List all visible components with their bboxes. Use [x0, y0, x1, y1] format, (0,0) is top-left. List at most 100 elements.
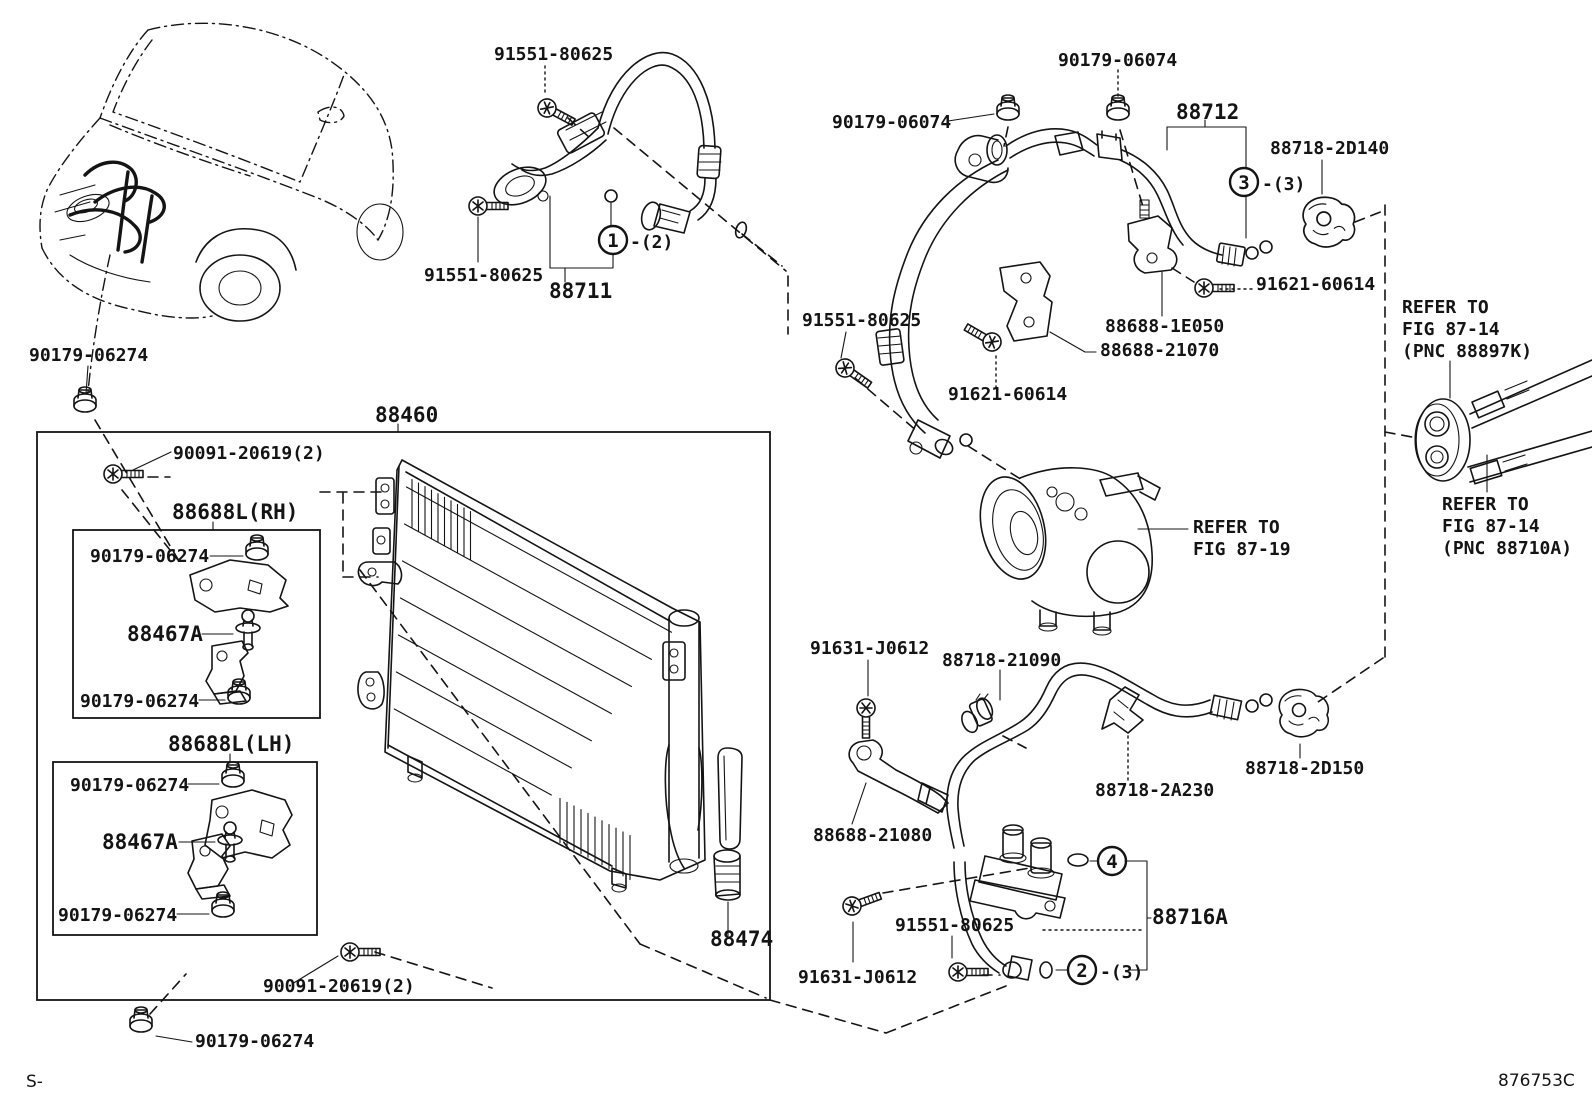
compressor	[979, 467, 1161, 636]
part-label-88711: 88711	[549, 279, 612, 303]
part-label-90179-06274: 90179-06274	[90, 546, 209, 567]
svg-text:1: 1	[607, 230, 618, 252]
sheet-code-right: 876753C	[1498, 1071, 1575, 1091]
bracket-88688-1E050	[1127, 199, 1178, 274]
part-labels: 91551-80625 91551-80625 88711 90179-06274 88…	[29, 44, 1572, 1052]
part-label-88688l-lh-: 88688L(LH)	[168, 732, 294, 756]
bolt-91631-J0612	[856, 698, 876, 739]
bolt-91551-80625	[948, 962, 989, 982]
bolt-91621-60614	[1194, 278, 1235, 298]
part-label-90179-06274: 90179-06274	[195, 1031, 314, 1052]
part-label-91551-80625: 91551-80625	[494, 44, 613, 65]
bolt-91631-J0612	[839, 886, 885, 919]
part-label-fig-87-19: FIG 87-19	[1193, 539, 1291, 560]
condenser-group-box	[36, 431, 771, 1001]
part-label-88716a: 88716A	[1152, 905, 1228, 929]
part-label--pnc-88897k-: (PNC 88897K)	[1402, 341, 1532, 362]
bolt-91551-80625	[468, 196, 509, 216]
part-label-88474: 88474	[710, 927, 773, 951]
o-ring	[1259, 693, 1273, 707]
ac-harness-highlight	[68, 160, 166, 264]
part-label-fig-87-14: FIG 87-14	[1402, 319, 1500, 340]
part-label-88718-2d140: 88718-2D140	[1270, 138, 1389, 159]
part-label-refer-to: REFER TO	[1402, 297, 1489, 318]
part-label-91621-60614: 91621-60614	[948, 384, 1067, 405]
dashed-guides	[94, 117, 1413, 1034]
part-label-88688-21080: 88688-21080	[813, 825, 932, 846]
part-label-90091-20619-2-: 90091-20619(2)	[173, 443, 325, 464]
part-label-88688-1e050: 88688-1E050	[1105, 316, 1224, 337]
sheet-code-left: S-	[26, 1072, 43, 1092]
part-label-fig-87-14: FIG 87-14	[1442, 516, 1540, 537]
hose-88711	[468, 51, 748, 239]
pipe-assembly-88712	[831, 94, 1356, 459]
part-label--pnc-88710a-: (PNC 88710A)	[1442, 538, 1572, 559]
part-label-90179-06274: 90179-06274	[70, 775, 189, 796]
part-label-88712: 88712	[1176, 100, 1239, 124]
part-label-88467a: 88467A	[127, 622, 203, 646]
svg-text:3: 3	[1238, 172, 1249, 194]
part-label-91551-80625: 91551-80625	[895, 915, 1014, 936]
bracket-rh-box	[72, 529, 321, 719]
bracket-88688L-LH	[187, 789, 293, 900]
o-ring	[734, 221, 748, 239]
grommet-88718-2D140	[1302, 196, 1356, 248]
o-ring	[604, 189, 618, 203]
bracket-88688-21080	[848, 739, 949, 814]
part-label-88718-2a230: 88718-2A230	[1095, 780, 1214, 801]
callout-2-quantity: -(3)	[1100, 962, 1143, 983]
nut-90179-06274	[221, 761, 245, 788]
part-label-88688-21070: 88688-21070	[1100, 340, 1219, 361]
nut-90179-06274	[129, 1006, 153, 1033]
o-ring	[959, 433, 973, 447]
part-label-90179-06274: 90179-06274	[29, 345, 148, 366]
callout-2: 2-(3)	[1066, 954, 1143, 986]
valve-88716A	[969, 824, 1066, 920]
callout-3-quantity: -(3)	[1262, 174, 1305, 195]
nut-90179-06274	[245, 534, 269, 561]
part-label-88460: 88460	[375, 403, 438, 427]
drier-cap-88474	[713, 747, 743, 901]
part-label-91551-80625: 91551-80625	[802, 310, 921, 331]
part-label-91631-j0612: 91631-J0612	[798, 967, 917, 988]
clamp-88718-2A230	[1101, 686, 1144, 734]
group-boxes	[36, 431, 771, 1001]
condenser-88460	[357, 459, 743, 901]
clip-88718-21090	[958, 693, 997, 736]
callout-bubbles: 1 -(2) 3 -(3) 4 2-(3)	[597, 166, 1305, 986]
bracket-88688L-RH	[189, 559, 289, 705]
callout-1-quantity: -(2)	[630, 232, 673, 253]
part-label-90091-20619-2-: 90091-20619(2)	[263, 976, 415, 997]
nut-90179-06074	[996, 94, 1020, 121]
part-label-91551-80625: 91551-80625	[424, 265, 543, 286]
part-label-90179-06074: 90179-06074	[832, 112, 951, 133]
bolt-90091-20619	[340, 942, 381, 962]
part-label-90179-06074: 90179-06074	[1058, 50, 1177, 71]
part-label-90179-06274: 90179-06274	[58, 905, 177, 926]
bracket-88688-21070	[999, 261, 1053, 342]
bracket-lh-box	[52, 761, 318, 936]
part-label-refer-to: REFER TO	[1193, 517, 1280, 538]
liquid-pipe-assembly	[839, 662, 1330, 982]
callout-3: 3 -(3)	[1228, 166, 1305, 198]
callout-4: 4	[1096, 845, 1128, 877]
o-ring	[1245, 699, 1259, 713]
condenser-fins	[393, 478, 673, 881]
part-label-88718-21090: 88718-21090	[942, 650, 1061, 671]
grommet-88718-2D150	[1278, 688, 1330, 738]
part-label-refer-to: REFER TO	[1442, 494, 1529, 515]
callout-1: 1 -(2)	[597, 224, 673, 256]
part-label-88467a: 88467A	[102, 830, 178, 854]
part-label-90179-06274: 90179-06274	[80, 691, 199, 712]
bolt-91551-80625	[534, 95, 579, 131]
vehicle-sketch	[39, 22, 404, 393]
part-label-91631-j0612: 91631-J0612	[810, 638, 929, 659]
o-ring	[1245, 246, 1259, 260]
leader-car-to-nut	[87, 254, 111, 393]
bolt-91551-80625	[831, 354, 876, 394]
firewall-grommet-hoses	[1414, 359, 1592, 485]
svg-text:4: 4	[1106, 851, 1117, 873]
part-label-88688l-rh-: 88688L(RH)	[172, 500, 298, 524]
